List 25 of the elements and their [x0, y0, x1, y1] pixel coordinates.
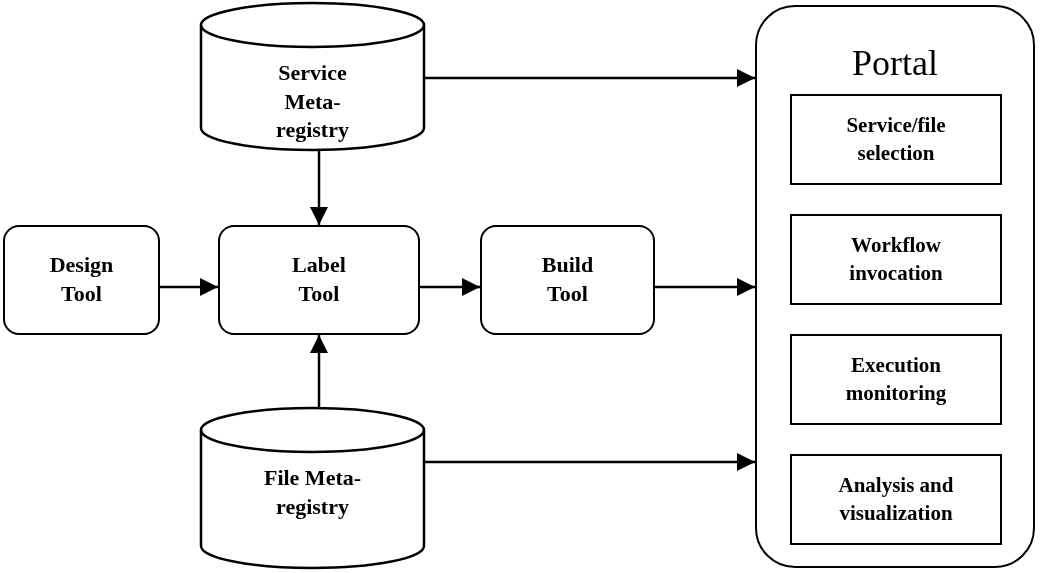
box-label: Build Tool	[540, 251, 595, 308]
box-label: Design Tool	[48, 251, 115, 308]
box-label: Service/file selection	[845, 112, 947, 167]
arrow	[310, 335, 328, 408]
box-label: Execution monitoring	[844, 352, 948, 407]
function-box	[790, 94, 1002, 185]
tool-box	[218, 225, 420, 335]
arrow	[420, 278, 480, 296]
tool-box	[480, 225, 655, 335]
arrow	[655, 278, 755, 296]
arrow	[310, 150, 328, 225]
arrow	[425, 453, 755, 471]
box-label: Label Tool	[291, 251, 347, 308]
function-box	[790, 454, 1002, 545]
panel-title: Portal	[851, 45, 939, 81]
function-box	[790, 214, 1002, 305]
function-box	[790, 334, 1002, 425]
database-label: Service Meta-registry	[275, 59, 350, 145]
database-label: File Meta-registry	[262, 464, 363, 521]
arrow	[425, 69, 755, 87]
box-label: Workflow invocation	[848, 232, 944, 287]
tool-box	[3, 225, 160, 335]
box-label: Analysis and visualization	[837, 472, 955, 527]
portal-panel	[755, 5, 1035, 568]
arrow	[160, 278, 218, 296]
